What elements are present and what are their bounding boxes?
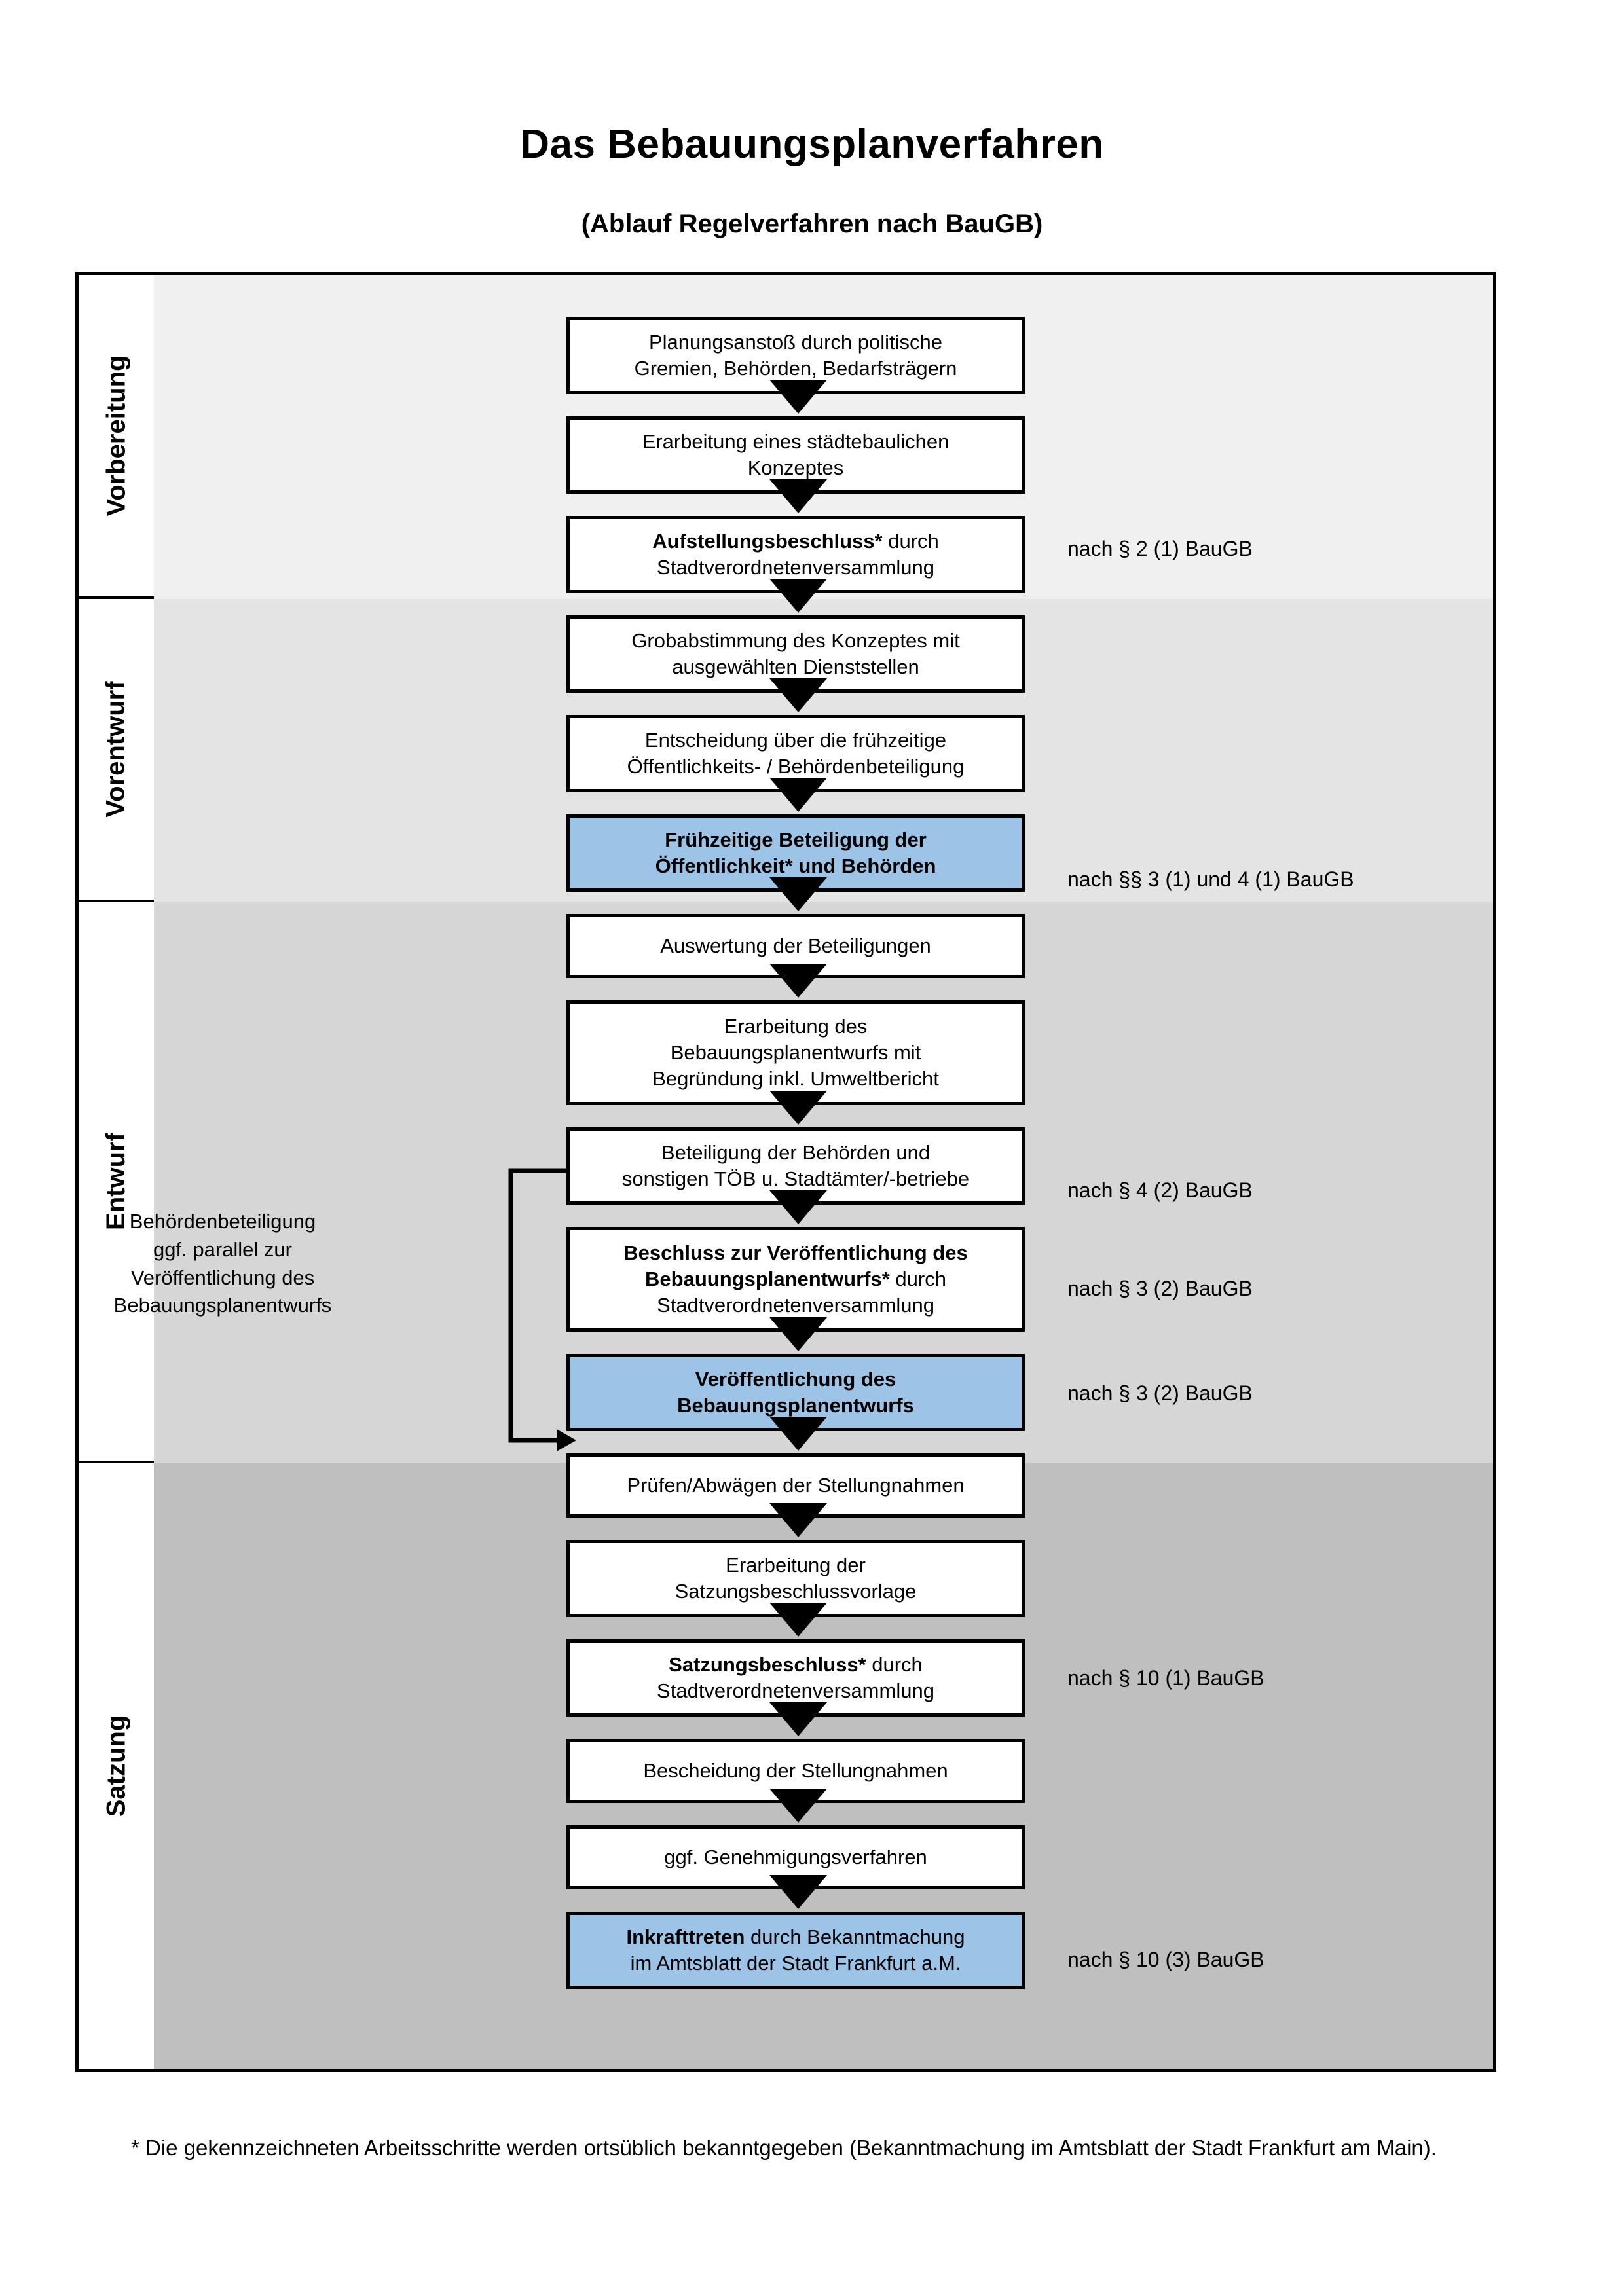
step-line-2: Bebauungsplanentwurfs mit [670,1040,921,1064]
step-line-2: im Amtsblatt der Stadt Frankfurt a.M. [630,1952,961,1975]
phase-label-entwurf: Entwurf [79,902,154,1463]
step-box-satzungsbeschlussvorlage[interactable]: Erarbeitung der Satzungsbeschlussvorlage [566,1540,1025,1617]
sidenote-line-2: ggf. parallel zur [153,1237,292,1261]
flow-arrow-down-icon [769,1190,827,1224]
flow-arrow-down-icon [769,1417,827,1451]
step-line-2: Stadtverordnetenversammlung [657,556,934,579]
step-line-1: Erarbeitung der [726,1553,866,1576]
step-line-1: Erarbeitung des [724,1014,868,1038]
legal-ref-p4-2: nach § 4 (2) BauGB [1067,1178,1253,1202]
step-line-2: Bebauungsplanentwurfs [677,1394,914,1417]
step-bold-prefix: Satzungsbeschluss* [669,1652,866,1676]
step-line-1: Prüfen/Abwägen der Stellungnahmen [627,1473,965,1497]
sidenote-behoerdenbeteiligung: Behördenbeteiligung ggf. parallel zur Ve… [85,1208,360,1320]
step-line-2: Stadtverordnetenversammlung [657,1294,934,1317]
step-line-2: Satzungsbeschlussvorlage [674,1580,917,1603]
phase-label-text: Vorbereitung [101,355,130,517]
sidenote-line-4: Bebauungsplanentwurfs [113,1294,332,1317]
flow-arrow-down-icon [769,877,827,911]
step-box-inkrafttreten[interactable]: Inkrafttreten durch Bekanntmachung im Am… [566,1912,1025,1989]
step-bold-prefix: Inkrafttreten [626,1925,745,1948]
step-line-1: durch [882,529,939,553]
flow-arrow-down-icon [769,579,827,613]
flow-arrow-down-icon [769,1702,827,1736]
flow-arrow-down-icon [769,1503,827,1537]
phase-label-vorbereitung: Vorbereitung [79,275,154,599]
phase-label-vorentwurf: Vorentwurf [79,599,154,902]
step-line-1: Planungsanstoß durch politische [648,330,943,354]
flow-arrow-down-icon [769,964,827,998]
phase-label-text: Vorentwurf [101,681,130,818]
step-line-2: Öffentlichkeit* und Behörden [655,854,936,877]
flow-arrow-down-icon [769,1603,827,1637]
step-line-1: durch [866,1652,923,1676]
flow-arrow-down-icon [769,678,827,712]
flow-arrow-down-icon [769,778,827,812]
step-line-1: Grobabstimmung des Konzeptes mit [631,629,960,652]
phase-label-text: Satzung [101,1715,131,1817]
step-line-1: Beteiligung der Behörden und [661,1140,931,1164]
step-box-erarbeitung-bplanentwurf[interactable]: Erarbeitung des Bebauungsplanentwurfs mi… [566,1000,1025,1105]
step-box-fruehzeitige-beteiligung[interactable]: Frühzeitige Beteiligung der Öffentlichke… [566,814,1025,892]
step-line-1: durch [889,1267,946,1290]
legal-ref-p3-2a: nach § 3 (2) BauGB [1067,1277,1253,1300]
step-line-2: Öffentlichkeits- / Behördenbeteiligung [627,755,965,778]
step-line-1: Veröffentlichung des [695,1367,896,1391]
flow-arrow-down-icon [769,1091,827,1125]
footnote-text: * Die gekennzeichneten Arbeitsschritte w… [131,2136,1437,2160]
step-line-2: Konzeptes [747,456,844,479]
step-line-3: Begründung inkl. Umweltbericht [652,1067,939,1091]
legal-ref-p3-2b: nach § 3 (2) BauGB [1067,1381,1253,1405]
step-line-1: Bescheidung der Stellungnahmen [643,1758,948,1782]
step-line-1: Auswertung der Beteiligungen [660,934,931,957]
step-line-2: Stadtverordnetenversammlung [657,1679,934,1702]
step-line-2: sonstigen TÖB u. Stadtämter/-betriebe [621,1167,970,1190]
page-subtitle: (Ablauf Regelverfahren nach BauGB) [581,210,1043,238]
flowchart-frame: Vorbereitung Vorentwurf Entwurf Satzung … [75,272,1496,2072]
step-box-beschluss-veroeffentlichung[interactable]: Beschluss zur Veröffentlichung des Bebau… [566,1227,1025,1332]
page-title: Das Bebauungsplanverfahren [520,122,1104,167]
step-line-2: ausgewählten Dienststellen [672,655,919,678]
legal-ref-p3-1-4-1: nach §§ 3 (1) und 4 (1) BauGB [1067,867,1354,891]
phase-label-satzung: Satzung [79,1463,154,2069]
step-line-1: ggf. Genehmigungsverfahren [664,1845,927,1868]
step-bold-prefix: Beschluss zur Veröffentlichung des [623,1241,968,1264]
step-line-1: durch Bekanntmachung [745,1925,965,1948]
legal-ref-p2-1: nach § 2 (1) BauGB [1067,537,1253,560]
flow-arrow-down-icon [769,1317,827,1351]
step-box-veroeffentlichung-bplanentwurf[interactable]: Veröffentlichung des Bebauungsplanentwur… [566,1354,1025,1431]
step-line-1: Frühzeitige Beteiligung der [665,828,927,851]
legal-ref-p10-3: nach § 10 (3) BauGB [1067,1948,1264,1971]
step-bold-prefix: Aufstellungsbeschluss* [652,529,883,553]
legal-ref-p10-1: nach § 10 (1) BauGB [1067,1666,1264,1690]
step-line-1: Erarbeitung eines städtebaulichen [642,429,950,453]
flow-arrow-down-icon [769,380,827,414]
flow-arrow-down-icon [769,1875,827,1909]
step-line-2: Gremien, Behörden, Bedarfsträgern [634,357,957,380]
step-line-1: Entscheidung über die frühzeitige [644,728,947,752]
flow-arrow-down-icon [769,479,827,513]
sidenote-line-1: Behördenbeteiligung [129,1210,316,1233]
step-bold-prefix-2: Bebauungsplanentwurfs* [645,1267,890,1290]
flow-arrow-down-icon [769,1789,827,1823]
sidenote-line-3: Veröffentlichung des [130,1266,315,1289]
